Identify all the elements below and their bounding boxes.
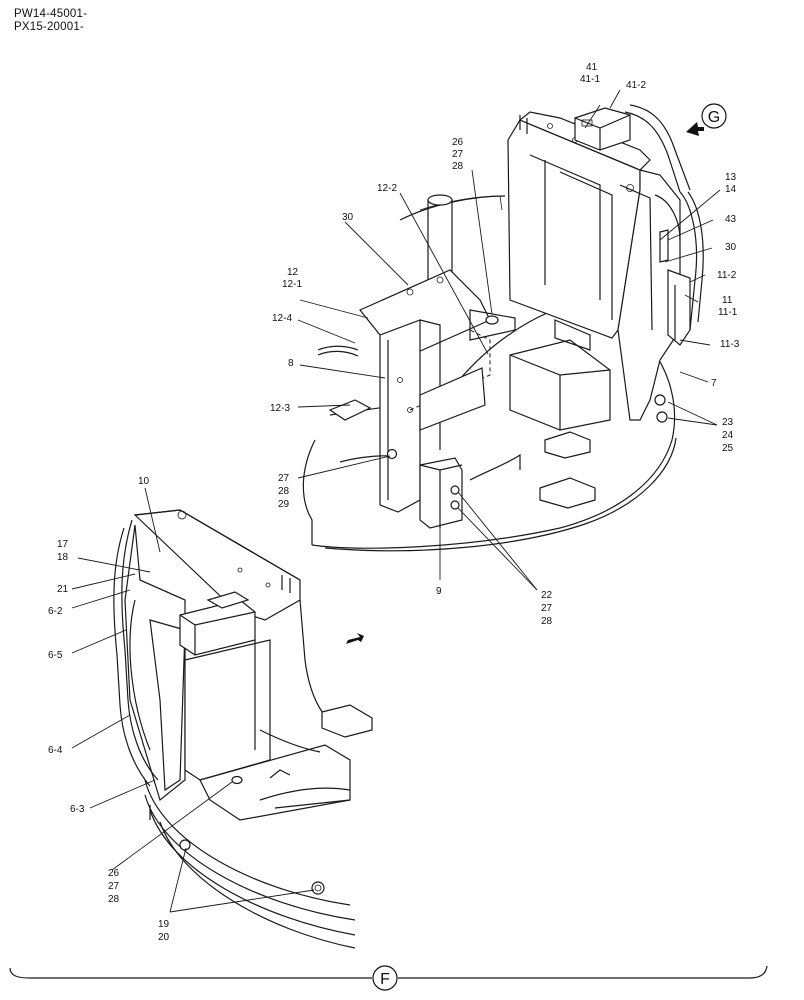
callout-29: 29 [278, 499, 290, 510]
callout-6-5: 6-5 [48, 650, 63, 661]
callout-14: 14 [725, 184, 737, 195]
callout-10: 10 [138, 476, 150, 487]
serial-line-1: PW14-45001- [14, 8, 88, 20]
callout-43: 43 [725, 214, 737, 225]
callout-21: 21 [57, 584, 69, 595]
serial-header: PW14-45001- PX15-20001- [14, 8, 87, 34]
serial-line-2: PX15-20001- [14, 21, 84, 33]
callout-12-2: 12-2 [377, 183, 397, 194]
callout-24: 24 [722, 430, 734, 441]
callout-30-right: 30 [725, 242, 737, 253]
callout-12-4: 12-4 [272, 313, 292, 324]
view-marker-f: F [9, 965, 768, 991]
callout-8: 8 [288, 358, 294, 369]
view-marker-g: G [686, 103, 727, 136]
callout-28-right: 28 [541, 616, 553, 627]
callout-12-3: 12-3 [270, 403, 290, 414]
callout-27-lower: 27 [108, 881, 120, 892]
callout-13: 13 [725, 172, 737, 183]
callout-6-2: 6-2 [48, 606, 63, 617]
callout-27-upper: 27 [452, 149, 464, 160]
callout-41-2: 41-2 [626, 80, 646, 91]
callout-20: 20 [158, 932, 170, 943]
callout-27-right: 27 [541, 603, 553, 614]
view-f-letter: F [380, 971, 390, 988]
callout-18: 18 [57, 552, 69, 563]
callout-28-upper: 28 [452, 161, 464, 172]
callout-11-2: 11-2 [717, 270, 737, 281]
callout-labels: 41 41-1 41-2 26 27 28 12-2 30 13 14 43 3… [48, 62, 740, 943]
callout-11-3: 11-3 [720, 339, 740, 350]
callout-41: 41 [586, 62, 598, 73]
callout-23: 23 [722, 417, 734, 428]
arrow-view-icon [346, 633, 364, 644]
callout-12-1: 12-1 [282, 279, 302, 290]
callout-17: 17 [57, 539, 69, 550]
callout-22: 22 [541, 590, 553, 601]
view-g-circle [701, 103, 727, 129]
lower-assembly [113, 509, 373, 949]
callout-12: 12 [287, 267, 299, 278]
callout-26-lower: 26 [108, 868, 120, 879]
callout-41-1: 41-1 [580, 74, 600, 85]
callout-28-lower: 28 [108, 894, 120, 905]
callout-27-mid: 27 [278, 473, 290, 484]
callout-9: 9 [436, 586, 442, 597]
callout-26-upper: 26 [452, 137, 464, 148]
callout-6-4: 6-4 [48, 745, 63, 756]
callout-7: 7 [711, 378, 717, 389]
callout-19: 19 [158, 919, 170, 930]
callout-11: 11 [722, 295, 733, 306]
callout-25: 25 [722, 443, 734, 454]
view-f-circle [372, 965, 398, 991]
leader-lines [71, 89, 721, 913]
upper-assembly [302, 104, 704, 552]
callout-6-3: 6-3 [70, 804, 85, 815]
callout-11-1: 11-1 [718, 307, 738, 318]
view-g-letter: G [708, 109, 720, 126]
callout-30-left: 30 [342, 212, 354, 223]
callout-28-mid: 28 [278, 486, 290, 497]
arrow-g-icon [686, 122, 704, 136]
